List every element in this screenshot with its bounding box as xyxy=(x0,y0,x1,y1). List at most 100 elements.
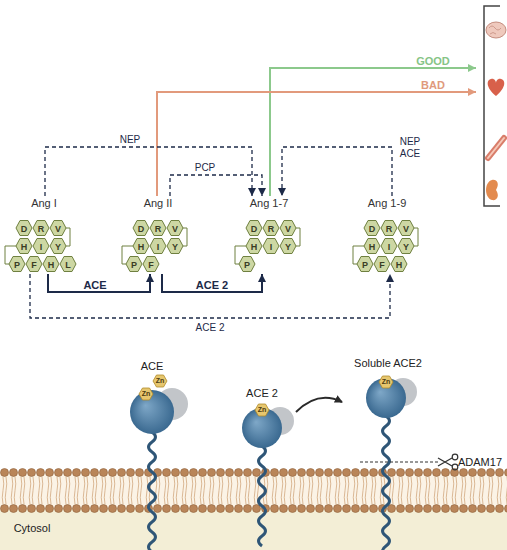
lipid-tails xyxy=(0,477,507,504)
residue-letter: I xyxy=(157,241,160,253)
protein-name: ACE xyxy=(141,360,164,372)
residue-letter: R xyxy=(386,223,393,235)
enzyme-label: NEP xyxy=(120,134,141,146)
residue-letter: L xyxy=(65,259,71,271)
cut-line xyxy=(360,461,438,462)
reaction-arrow xyxy=(48,274,150,292)
enzyme-label: PCP xyxy=(195,162,216,174)
residue-letter: F xyxy=(379,259,385,271)
residue-hexagon xyxy=(374,257,390,272)
residue-letter: H xyxy=(138,241,145,253)
residue-letter: F xyxy=(31,259,37,271)
residue-letter: D xyxy=(369,223,376,235)
residue-letter: F xyxy=(148,259,154,271)
effect-label: GOOD xyxy=(416,55,450,67)
zinc-hexagon xyxy=(255,404,269,416)
reaction-arrow xyxy=(45,147,252,196)
residue-hexagon xyxy=(143,257,159,272)
enzyme-label: ACE 2 xyxy=(196,279,228,291)
peptide-node: Ang II xyxy=(118,196,198,274)
residue-letter: Y xyxy=(285,241,291,253)
scissors-icon xyxy=(438,454,458,470)
scissors-handle xyxy=(452,464,458,470)
residue-letter: P xyxy=(131,259,137,271)
protein-stem xyxy=(259,446,266,546)
peptide-name: Ang II xyxy=(118,196,198,210)
residue-letter: R xyxy=(155,223,162,235)
residue-hexagon xyxy=(246,239,262,254)
residue-letter: H xyxy=(21,241,28,253)
residue-hexagon xyxy=(398,239,414,254)
residue-hexagon xyxy=(16,221,32,236)
vessel-wall xyxy=(488,138,504,158)
residue-hexagon xyxy=(381,239,397,254)
kidney-icon xyxy=(486,180,498,200)
shedding-arrow xyxy=(296,398,342,412)
brain-shape xyxy=(486,22,506,38)
residue-letter: V xyxy=(172,223,178,235)
brain-folds xyxy=(489,26,501,34)
residue-hexagon xyxy=(167,239,183,254)
reaction-arrow xyxy=(162,274,262,292)
peptide-name: Ang 1-9 xyxy=(349,196,425,210)
zinc-hexagon xyxy=(139,388,153,400)
reaction-arrow xyxy=(282,147,392,196)
residue-hexagon xyxy=(133,221,149,236)
peptide-name: Ang 1-7 xyxy=(231,196,307,210)
residue-letter: H xyxy=(369,241,376,253)
protein-name: ACE 2 xyxy=(246,387,278,399)
residue-hexagon xyxy=(167,221,183,236)
residue-hexagon xyxy=(9,257,25,272)
peptide-name: Ang I xyxy=(2,196,86,210)
residue-letter: I xyxy=(40,241,43,253)
zinc-label: Zn xyxy=(382,376,391,388)
protein-domain xyxy=(130,390,174,434)
residue-letter: I xyxy=(270,241,273,253)
residue-hexagon xyxy=(381,221,397,236)
residue-letter: Y xyxy=(403,241,409,253)
zinc-label: Zn xyxy=(156,375,165,387)
effect-label: BAD xyxy=(421,79,445,91)
residue-hexagons xyxy=(9,221,414,272)
enzyme-label: ACE xyxy=(83,279,106,291)
residue-hexagon xyxy=(150,239,166,254)
residue-hexagon xyxy=(280,239,296,254)
lipid-heads-outer xyxy=(0,468,507,477)
residue-letter: H xyxy=(396,259,403,271)
reaction-arrow xyxy=(30,274,390,318)
residue-hexagon xyxy=(133,239,149,254)
residue-letter: P xyxy=(244,259,250,271)
enzyme-label: ACE 2 xyxy=(196,322,225,334)
scissors-handle xyxy=(452,454,458,460)
residue-letter: P xyxy=(14,259,20,271)
residue-letter: R xyxy=(38,223,45,235)
residue-letter: H xyxy=(48,259,55,271)
enzyme-name: ADAM17 xyxy=(458,456,502,468)
scissors-blade xyxy=(438,458,452,466)
residue-hexagon xyxy=(263,221,279,236)
vessel-icon xyxy=(488,138,504,158)
membrane-core xyxy=(0,472,507,508)
zinc-label: Zn xyxy=(258,404,267,416)
peptide-node: Ang 1-7 xyxy=(231,196,307,274)
zinc-hexagon xyxy=(379,376,393,388)
residue-hexagon xyxy=(150,221,166,236)
protein-name: Soluble ACE2 xyxy=(354,357,422,369)
residue-letter: D xyxy=(138,223,145,235)
residue-hexagon xyxy=(364,239,380,254)
residue-letter: H xyxy=(251,241,258,253)
vessel-lumen xyxy=(488,138,504,158)
residue-hexagon xyxy=(398,221,414,236)
enzyme-label: NEP ACE xyxy=(398,136,422,160)
protein-stem xyxy=(149,432,156,550)
residue-hexagon xyxy=(246,221,262,236)
residue-letter: R xyxy=(268,223,275,235)
brain-icon xyxy=(486,22,506,38)
residue-hexagon xyxy=(126,257,142,272)
residue-letter: I xyxy=(388,241,391,253)
lipid-heads-inner xyxy=(0,504,507,513)
residue-hexagon xyxy=(33,221,49,236)
residue-hexagon xyxy=(33,239,49,254)
region-name: Cytosol xyxy=(14,522,51,534)
zinc-hexagon xyxy=(153,375,167,387)
